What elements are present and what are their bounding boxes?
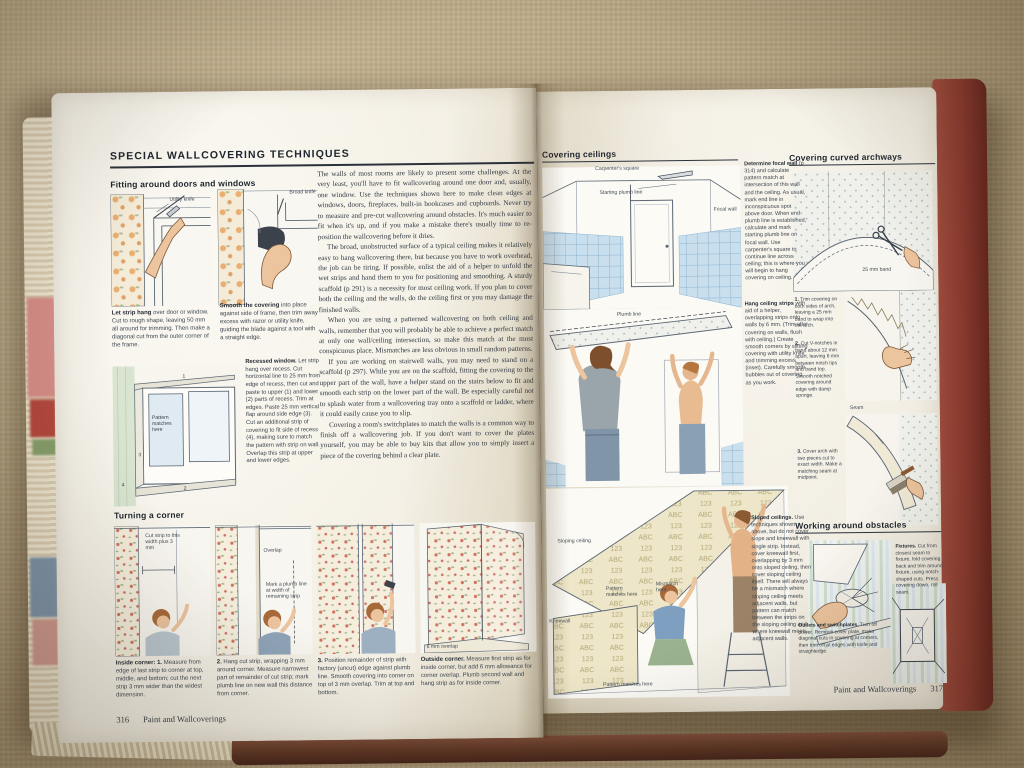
body-paragraph-5: Covering a room's switchplates to match …: [320, 418, 535, 460]
turning-caption-1: Inside corner: 1. Measure from edge of l…: [116, 659, 212, 700]
ceiling-strips-figure: [543, 307, 744, 488]
right-page-footer: Paint and Wallcoverings 317: [793, 683, 944, 695]
page-edge-print-green: [32, 439, 57, 456]
fixtures-caption-lead: Fixtures.: [895, 543, 917, 550]
focal-wall-caption-text: (p 314) and calculate pattern match at i…: [744, 160, 807, 282]
archway-step1-caption: 1. Trim covering on both sides of arch, …: [795, 296, 841, 329]
archway-step2-figure: [843, 290, 937, 402]
cut-strip-width-label: Cut strip to this width plus 3 mm: [145, 532, 180, 552]
pattern-matches-bottom-label: Pattern matches here: [602, 681, 653, 688]
mismatch-label: Mismatch here: [655, 581, 679, 594]
archway-step1-text: Trim covering on both sides of arch, lea…: [794, 296, 838, 329]
turning-caption-1-lead: Inside corner: 1.: [115, 659, 163, 667]
sloped-ceiling-figure: [545, 485, 791, 700]
body-text-column: The walls of most rooms are likely to pr…: [317, 167, 534, 462]
carpenters-square-label: Carpenter's square: [595, 165, 640, 173]
starting-plumb-label: Starting plumb line: [599, 189, 643, 196]
focal-wall-caption: Determine focal wall (p 314) and calcula…: [744, 161, 807, 283]
left-page-footer: 316 Paint and Wallcoverings: [116, 713, 226, 724]
door-caption-1-lead: Let strip hang: [111, 310, 152, 317]
turning-caption-4: Outside corner. Measure first strip as f…: [421, 656, 537, 689]
recessed-caption-text: Let strip hang over recess. Cut horizont…: [245, 358, 321, 465]
plumb-line-label: Plumb line: [616, 311, 642, 318]
right-page-number: 317: [930, 683, 944, 694]
body-paragraph-2: The broad, unobstructed surface of a typ…: [318, 240, 533, 314]
focal-wall-label: Focal wall: [713, 206, 737, 213]
turning-figure-4: [419, 521, 537, 654]
door-trim-figure-1: [110, 193, 212, 307]
turning-caption-2-text: Hang cut strip, wrapping 3 mm around cor…: [216, 658, 313, 697]
door-caption-1: Let strip hang over door or window. Cut …: [112, 309, 212, 350]
pattern-matches-mid-label: Pattern matches here: [605, 585, 638, 598]
recessed-caption-lead: Recessed window.: [245, 358, 297, 366]
turning-section-title: Turning a corner: [114, 509, 185, 521]
recessed-mark-4: 4: [121, 482, 125, 489]
fixtures-figure: [807, 539, 893, 649]
recessed-mark-3: 3: [138, 452, 142, 459]
fixtures-caption: Fixtures. Cut from closest seam to fixtu…: [895, 543, 946, 596]
turning-caption-2: 2. Hang cut strip, wrapping 3 mm around …: [217, 658, 313, 699]
page-edge-print-rose: [32, 619, 59, 666]
turning-caption-3-text: Position remainder of strip with factory…: [317, 657, 415, 696]
turning-caption-4-lead: Outside corner.: [420, 656, 465, 664]
fixtures-caption-text: Cut from closest seam to fixture, fold c…: [895, 543, 943, 596]
turning-figure-3: [316, 523, 416, 655]
door-caption-2-lead: Smooth the covering: [219, 302, 280, 310]
archway-step3-caption: 3. Cover arch with two pieces cut to exa…: [797, 448, 843, 481]
turning-figure-1: [114, 525, 212, 657]
outlets-caption: Outlets and switchplates. Turn off power…: [798, 622, 886, 655]
archway-step3-figure: [844, 413, 939, 527]
door-caption-2: Smooth the covering into place against s…: [220, 302, 320, 343]
hang-ceiling-caption-lead: Hang ceiling strips: [744, 300, 794, 308]
seam-label: Seam: [849, 405, 864, 412]
mark-plumb-label: Mark a plumb line at width of remaining …: [265, 581, 307, 600]
door-trim-figure-2: [217, 188, 319, 306]
body-paragraph-1: The walls of most rooms are likely to pr…: [317, 167, 532, 241]
sloping-ceiling-label: Sloping ceiling: [557, 538, 591, 545]
ceilings-section-title: Covering ceilings: [541, 147, 739, 163]
six-mm-overlap-label: 6 mm overlap: [426, 643, 459, 650]
archway-step1-figure: [792, 170, 934, 292]
right-running-title: Paint and Wallcoverings: [833, 683, 917, 695]
recessed-window-figure: [112, 365, 242, 507]
archways-section-title: Covering curved archways: [788, 151, 936, 166]
left-page-number: 316: [116, 714, 130, 725]
body-paragraph-4: If you are working on stairwell walls, y…: [319, 355, 534, 419]
outlet-figure: [889, 583, 948, 684]
band-25mm-label: 25 mm band: [862, 266, 892, 274]
page-edge-print-blue: [29, 557, 59, 618]
overlap-label: Overlap: [263, 547, 282, 554]
turning-figure-2: [215, 524, 313, 656]
left-running-title: Paint and Wallcoverings: [143, 713, 226, 725]
archway-step2-caption: 2. Cut V-notches in band about 12 mm apa…: [795, 340, 842, 399]
broad-knife-label: Broad knife: [289, 189, 316, 196]
recessed-mark-1: 1: [182, 373, 186, 380]
obstacles-section-title: Working around obstacles: [795, 519, 942, 534]
utility-knife-label: Utility knife: [169, 196, 195, 203]
page-edge-print-red: [29, 399, 57, 438]
turning-caption-3: 3. Position remainder of strip with fact…: [318, 657, 416, 698]
recessed-mark-2: 2: [183, 485, 187, 492]
sloped-ceilings-caption-lead: Sloped ceilings.: [751, 514, 794, 522]
recessed-pattern-label: Pattern matches here: [151, 414, 172, 434]
archway-step2-text: Cut V-notches in band about 12 mm apart,…: [795, 340, 840, 399]
body-paragraph-3: When you are using a patterned wallcover…: [318, 313, 534, 356]
bathroom-figure: [542, 165, 742, 310]
kneewall-label: Kneewall: [549, 618, 571, 625]
archway-step3-text: Cover arch with two pieces cut to exact …: [797, 448, 842, 481]
recessed-caption: Recessed window. Let strip hang over rec…: [245, 358, 321, 466]
